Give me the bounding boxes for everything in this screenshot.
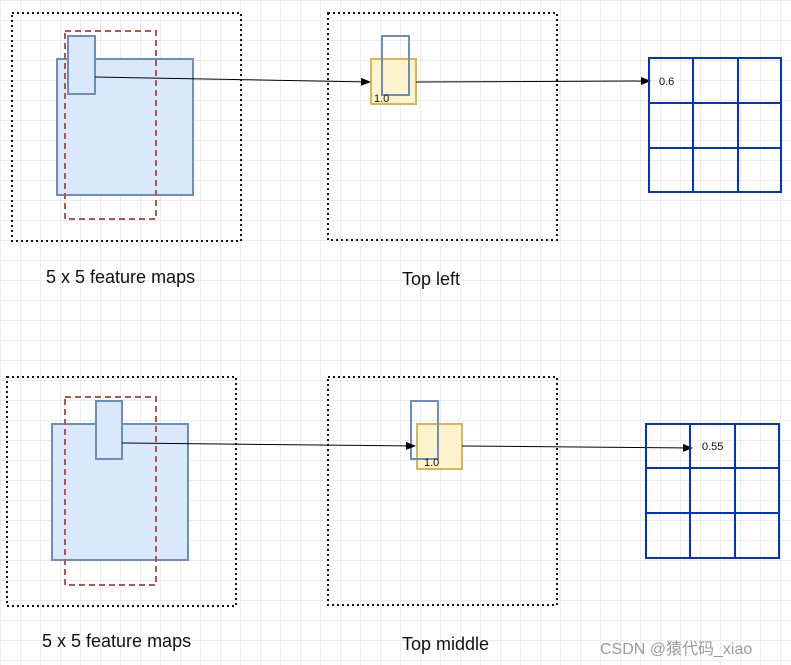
feature-map-frame-1 — [11, 12, 242, 242]
pooled-value-1: 1.0 — [374, 93, 390, 105]
pooled-cell-2 — [416, 423, 463, 470]
grid-cell-value-2: 0.55 — [702, 441, 724, 453]
sub-window-1 — [67, 35, 96, 95]
grid-cell-value-1: 0.6 — [659, 76, 675, 88]
pool-caption-top-left: Top left — [402, 269, 461, 289]
arrow-1a — [94, 76, 371, 86]
feature-region-2 — [51, 423, 189, 561]
feature-map-frame-2 — [6, 376, 237, 607]
roi-dashed-box-1 — [64, 30, 157, 220]
pool-caption-top-middle: Top middle — [402, 634, 490, 654]
pool-frame-2 — [327, 376, 558, 606]
feature-map-caption-2: 5 x 5 feature maps — [42, 631, 192, 651]
window-outline-2 — [410, 400, 439, 460]
output-grid-1 — [648, 57, 782, 193]
window-outline-1 — [381, 35, 410, 96]
watermark: CSDN @猿代码_xiao — [600, 641, 753, 658]
roi-dashed-box-2 — [64, 396, 157, 586]
pool-frame-1 — [327, 12, 558, 241]
arrow-1b — [415, 77, 651, 86]
output-grid-2 — [645, 423, 780, 559]
pooled-value-2: 1.0 — [424, 457, 440, 469]
arrow-2b — [461, 443, 693, 452]
sub-window-2 — [95, 400, 123, 460]
feature-map-caption-1: 5 x 5 feature maps — [46, 267, 196, 287]
arrow-2a — [121, 441, 416, 450]
